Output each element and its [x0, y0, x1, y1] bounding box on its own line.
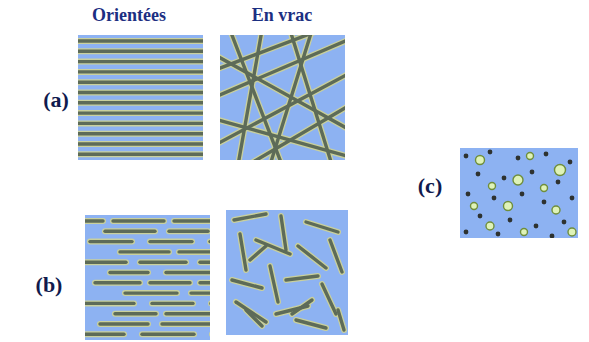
short-fibres-random [226, 210, 348, 335]
column-heading: Orientées [92, 5, 166, 26]
row-label: (a) [43, 87, 69, 113]
row-label: (b) [36, 272, 63, 298]
particles [460, 148, 578, 238]
column-heading: En vrac [252, 5, 313, 26]
long-fibres-random [215, 30, 350, 165]
long-fibres-oriented [76, 35, 205, 160]
panel-label: (c) [418, 173, 442, 199]
